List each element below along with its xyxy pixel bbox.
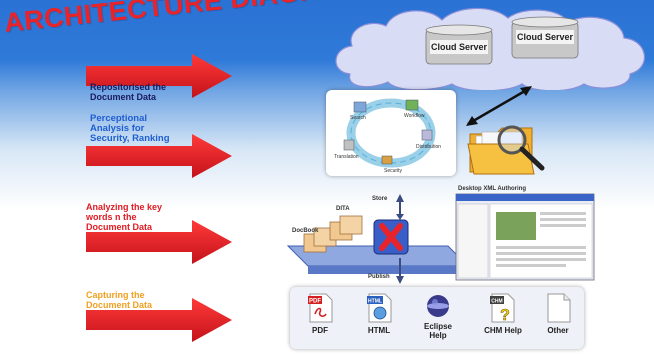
format-pdf: PDF PDF (297, 292, 343, 335)
cycle-icon-distribution (421, 129, 433, 141)
cloud-server-2: Cloud Server (511, 16, 579, 59)
step-4-line-1: Capturing the (86, 290, 145, 300)
cycle-diagram: Security Workflow Distribution Translati… (334, 98, 441, 174)
publish-label: Publish (368, 274, 390, 280)
format-html: HTML HTML (356, 292, 402, 335)
eclipse-icon (427, 295, 449, 317)
step-3-line-2: words n the (86, 212, 137, 222)
format-label-pdf: PDF (312, 326, 328, 335)
step-label-4: Capturing the Document Data (86, 290, 152, 310)
format-eclipse-help: Eclipse Help (415, 292, 461, 340)
step-1-line-2: Document Data (90, 92, 157, 102)
step-2-line-1: Perceptional (90, 113, 148, 124)
step-arrow-1 (86, 54, 232, 98)
step-label-1: Repositorised the Document Data (90, 82, 166, 102)
desktop-authoring-screenshot: Desktop XML Authoring (455, 186, 595, 281)
step-arrow-3 (86, 220, 232, 264)
step-arrow-2 (86, 134, 232, 178)
chm-help-icon: CHM ? (490, 293, 515, 324)
double-arrow (466, 86, 532, 126)
step-label-3: Analyzing the key words n the Document D… (86, 202, 162, 232)
format-label-other: Other (547, 326, 569, 335)
dita-box (329, 215, 363, 241)
document-icon (547, 293, 571, 323)
html-icon: HTML (367, 293, 392, 323)
cycle-label-security: Security (384, 168, 403, 174)
format-label-eclipse-line1: Eclipse (423, 322, 452, 331)
step-4-line-2: Document Data (86, 300, 153, 310)
cycle-label-search: Search (350, 115, 366, 121)
format-label-eclipse-line2: Help (429, 331, 447, 340)
html-badge: HTML (368, 299, 382, 305)
xml-editor-cube (373, 219, 409, 255)
cloud-server-1-label: Cloud Server (431, 42, 488, 52)
cycle-icon-translation (343, 139, 355, 151)
format-label-chm: CHM Help (484, 326, 522, 335)
step-2-line-2: Analysis for (90, 123, 145, 134)
pdf-icon: PDF (308, 293, 333, 323)
cycle-icon-security (381, 155, 393, 165)
step-label-2: Perceptional Analysis for Security, Rank… (90, 114, 170, 144)
step-3-line-1: Analyzing the key (86, 202, 163, 212)
format-label-html: HTML (367, 326, 391, 335)
step-arrow-4 (86, 298, 232, 342)
step-2-line-3: Security, Ranking (90, 133, 170, 144)
cycle-label-distribution: Distribution (416, 144, 441, 150)
chm-badge: CHM (491, 299, 502, 305)
desktop-authoring-title: Desktop XML Authoring (458, 186, 526, 192)
pdf-badge: PDF (309, 299, 321, 305)
dita-label: DITA (336, 206, 350, 212)
step-3-line-3: Document Data (86, 222, 153, 232)
authoring-diagram: DocBook DITA Store Publish Desktop XML A… (286, 186, 595, 284)
cycle-icon-workflow (405, 99, 419, 111)
step-1-line-1: Repositorised the (90, 82, 167, 92)
cycle-label-workflow: Workflow (404, 113, 425, 119)
format-other: Other (535, 292, 581, 335)
store-label: Store (372, 196, 388, 202)
folder-search-icon (467, 125, 545, 175)
docbook-label: DocBook (292, 228, 319, 234)
cloud-server-2-label: Cloud Server (517, 32, 574, 42)
cycle-panel: Security Workflow Distribution Translati… (326, 90, 456, 176)
cycle-icon-search (353, 101, 367, 113)
svg-text:?: ? (500, 307, 510, 324)
cycle-label-translation: Translation (334, 154, 359, 160)
cloud-server-1: Cloud Server (425, 24, 493, 65)
format-chm-help: CHM ? CHM Help (480, 292, 526, 335)
cloud-servers: Cloud Server Cloud Server (335, 7, 646, 90)
